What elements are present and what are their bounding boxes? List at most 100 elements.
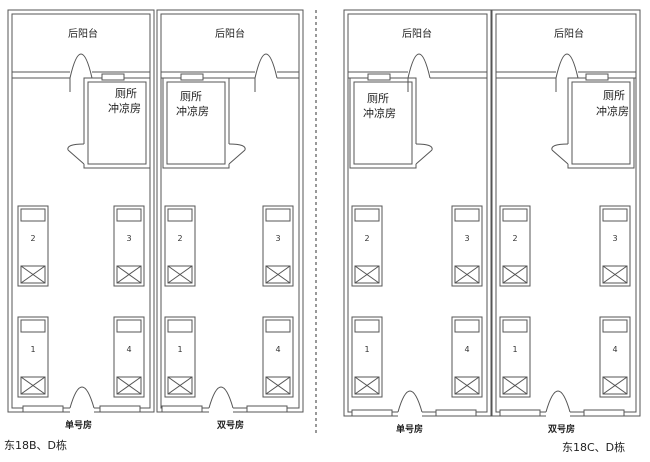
bed-a-1-foot: [20, 376, 46, 395]
bed-c-1-fold-2: [354, 376, 380, 395]
bed-c-4-pillow: [454, 319, 480, 333]
room-a-entry-gap: [70, 406, 94, 414]
room-d-balcony-label: 后阳台: [554, 29, 584, 40]
room-b-balcony-label: 后阳台: [215, 29, 245, 40]
bed-d-4-foot: [602, 376, 628, 395]
room-d-entry-arc: [545, 390, 571, 413]
bed-d-1-foot: [502, 376, 528, 395]
bed-d-3-number: 3: [612, 234, 617, 243]
room-a-bathroom-door-arc: [67, 143, 85, 151]
bed-b-3-foot: [265, 265, 291, 284]
bed-d-3-pillow: [602, 208, 628, 222]
bed-d-1-pillow: [502, 319, 528, 333]
room-c-toilet-label: 厕所: [367, 92, 389, 105]
bed-c-1-number: 1: [364, 345, 369, 354]
double-room-label-left: 双号房: [217, 421, 245, 431]
bed-c-4: [451, 316, 483, 398]
bed-a-2-pillow: [20, 208, 46, 222]
room-b-window-right: [246, 405, 288, 413]
bed-d-3-fold-2: [602, 265, 628, 284]
room-c-bathroom-door-leaf: [415, 149, 433, 165]
bed-a-4-pillow: [116, 319, 142, 333]
room-d-bathroom-door-arc: [551, 143, 569, 151]
bed-a-2: [17, 205, 49, 287]
room-c-balcony-label: 后阳台: [402, 29, 432, 40]
room-b-entry-arc: [208, 386, 234, 409]
room-c-window-left: [351, 409, 393, 417]
bed-c-3: [451, 205, 483, 287]
bed-d-4-pillow: [602, 319, 628, 333]
room-d-bathroom-door-gap: [566, 144, 570, 164]
room-c-bathroom-inner: [353, 81, 413, 165]
room-a-bathroom-window: [101, 73, 125, 81]
bed-d-4-fold-2: [602, 376, 628, 395]
room-b-entry-gap: [209, 406, 233, 414]
bed-a-3-pillow: [116, 208, 142, 222]
bed-b-3-pillow: [265, 208, 291, 222]
building-caption-left: 东18B、D栋: [4, 439, 68, 452]
bed-b-1-foot: [167, 376, 193, 395]
bed-d-1-number: 1: [512, 345, 517, 354]
bed-a-4-number: 4: [126, 345, 131, 354]
bed-d-2-fold-2: [502, 265, 528, 284]
room-b-toilet-label: 厕所: [180, 90, 202, 103]
room-c-shower-label: 冲凉房: [363, 107, 396, 120]
bed-c-3-foot: [454, 265, 480, 284]
bed-a-4-foot: [116, 376, 142, 395]
room-a-window-right: [99, 405, 141, 413]
room-a-shower-label: 冲凉房: [108, 102, 141, 115]
single-room-label-left: 单号房: [65, 421, 93, 431]
building-caption-right: 东18C、D栋: [562, 441, 626, 454]
bed-c-3-number: 3: [464, 234, 469, 243]
room-d-toilet-label: 厕所: [603, 89, 625, 102]
room-b-bathroom-door-leaf: [228, 149, 246, 165]
bed-c-4-fold-2: [454, 376, 480, 395]
bed-a-1: [17, 316, 49, 398]
room-d-window-right: [583, 409, 625, 417]
bed-c-1: [351, 316, 383, 398]
bed-c-4-foot: [454, 376, 480, 395]
room-c-entry-arc: [397, 390, 423, 413]
room-d-bathroom-inner: [571, 81, 631, 165]
bed-d-2: [499, 205, 531, 287]
room-a-toilet-label: 厕所: [115, 87, 137, 100]
bed-c-2-foot: [354, 265, 380, 284]
bed-a-1-fold-2: [20, 376, 46, 395]
bed-b-1-number: 1: [177, 345, 182, 354]
room-b-bathroom-door-gap: [227, 144, 231, 164]
room-b-balcony-door-gap: [255, 68, 277, 82]
bed-c-3-pillow: [454, 208, 480, 222]
bed-a-3-fold-2: [116, 265, 142, 284]
bed-b-4-number: 4: [275, 345, 280, 354]
bed-a-4: [113, 316, 145, 398]
bed-c-1-pillow: [354, 319, 380, 333]
bed-b-2-pillow: [167, 208, 193, 222]
room-b-shower-label: 冲凉房: [176, 105, 209, 118]
bed-d-2-number: 2: [512, 234, 517, 243]
room-d-balcony-door-gap: [556, 68, 578, 82]
bed-b-4-pillow: [265, 319, 291, 333]
bed-c-1-foot: [354, 376, 380, 395]
bed-b-3-number: 3: [275, 234, 280, 243]
bed-b-2: [164, 205, 196, 287]
bed-c-2-fold-2: [354, 265, 380, 284]
single-room-label-right: 单号房: [396, 425, 424, 435]
bed-c-2: [351, 205, 383, 287]
bed-a-2-number: 2: [30, 234, 35, 243]
bed-d-2-pillow: [502, 208, 528, 222]
bed-b-3: [262, 205, 294, 287]
bed-b-2-number: 2: [177, 234, 182, 243]
room-c-balcony-door-arc: [407, 53, 431, 79]
bed-a-3: [113, 205, 145, 287]
bed-a-1-pillow: [20, 319, 46, 333]
room-a-bathroom-door-gap: [82, 144, 86, 164]
room-c-balcony-door-gap: [408, 68, 430, 82]
bed-d-4: [599, 316, 631, 398]
bed-a-3-number: 3: [126, 234, 131, 243]
room-b-bathroom-door-arc: [228, 143, 246, 151]
bed-b-1: [164, 316, 196, 398]
bed-b-2-foot: [167, 265, 193, 284]
bed-a-3-foot: [116, 265, 142, 284]
bed-d-1: [499, 316, 531, 398]
